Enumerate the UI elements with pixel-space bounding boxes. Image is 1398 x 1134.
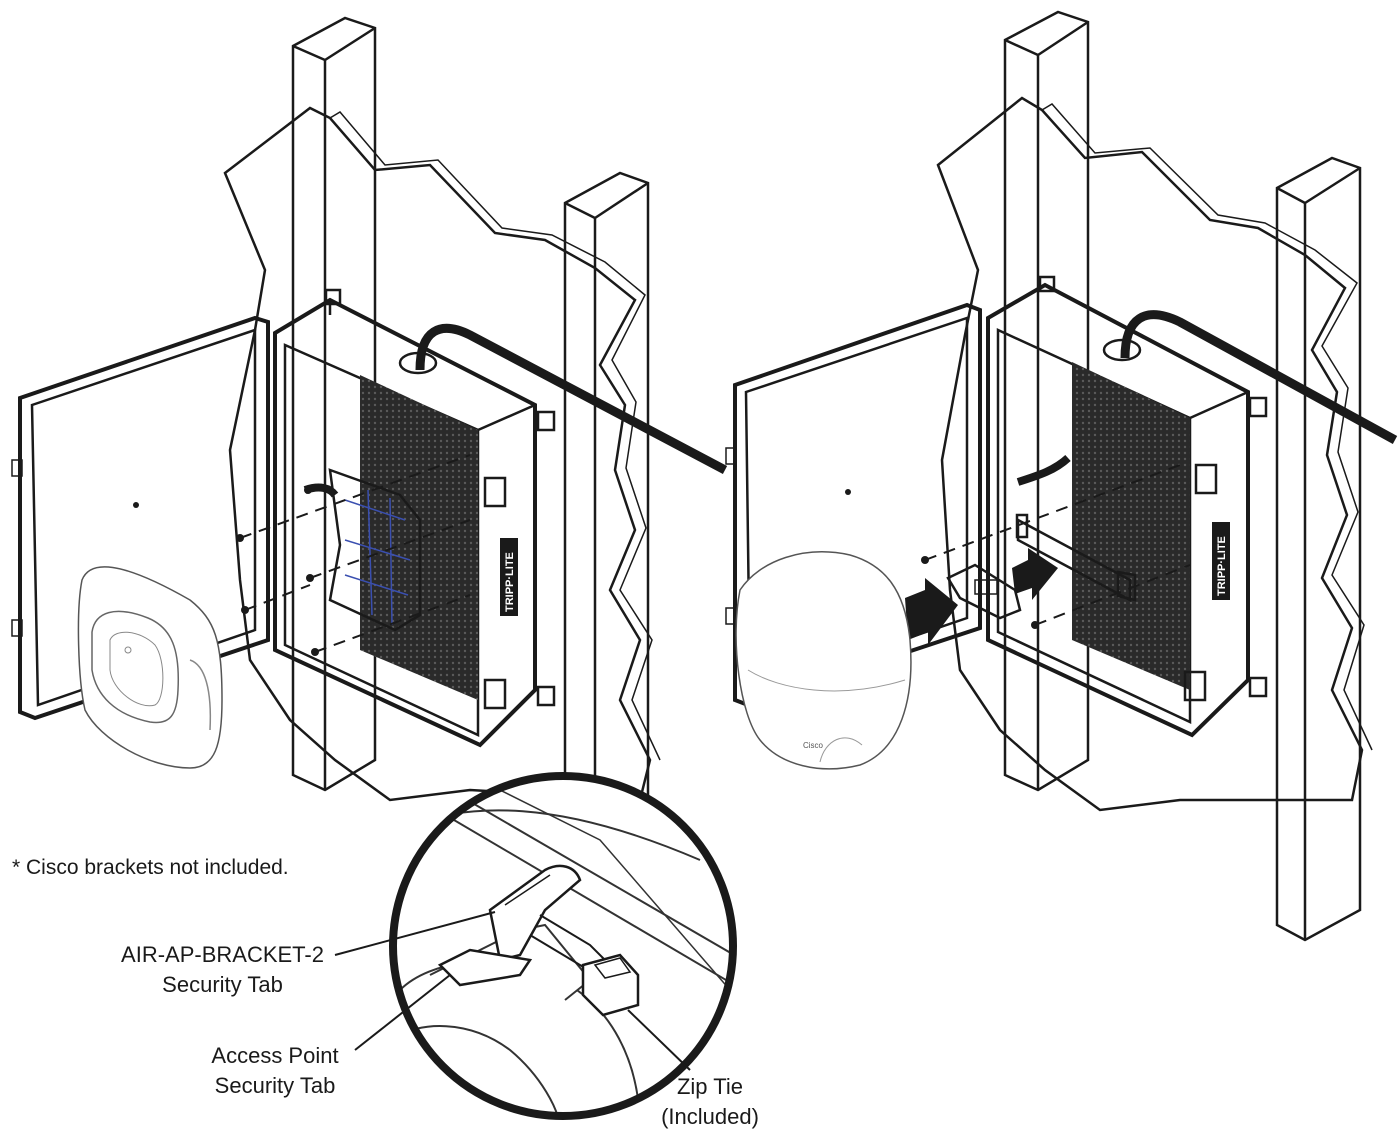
detail-circle-frame <box>389 772 737 1120</box>
ap-security-tab <box>437 948 533 987</box>
wall-post-left-back <box>291 16 377 792</box>
callout-ap-line1: Access Point <box>211 1043 339 1068</box>
security-clip <box>946 563 1022 620</box>
callout-bracket-line1: AIR-AP-BRACKET-2 <box>121 942 324 967</box>
alignment-lines-right <box>924 464 1191 626</box>
footnote-brackets: * Cisco brackets not included. <box>12 856 289 879</box>
mounting-tab-upper-left <box>536 410 556 432</box>
wall-post-right-front <box>1275 156 1362 942</box>
screws-left <box>236 486 319 656</box>
alignment-lines-left <box>239 454 471 653</box>
mounting-bar-right <box>1015 513 1137 603</box>
wall-cutaway-edge-right <box>1041 103 1373 751</box>
brand-logo-right: TRIPP·LITE <box>1212 522 1230 600</box>
network-cable-right <box>1120 310 1398 444</box>
wall-cutaway-right <box>936 96 1364 812</box>
wall-cutaway-left <box>223 106 652 802</box>
callout-leaders <box>334 911 691 1071</box>
mounting-bracket-left <box>328 468 422 632</box>
insert-arrows <box>905 548 1058 645</box>
brand-logo-text-right: TRIPP·LITE <box>1216 536 1228 596</box>
bracket-security-tab <box>488 864 582 962</box>
callout-bracket-security-tab: AIR-AP-BRACKET-2 Security Tab <box>115 940 330 1000</box>
enclosure-body-right: TRIPP·LITE <box>986 275 1268 738</box>
enclosure-door-left <box>11 315 270 721</box>
brand-logo-left: TRIPP·LITE <box>500 538 518 616</box>
vent-mesh-right <box>1072 362 1190 690</box>
latch-upper-left <box>483 476 507 508</box>
zip-tie <box>529 914 640 1017</box>
latch-lower-right <box>1183 670 1207 702</box>
wall-cutaway-edge-left <box>329 111 661 761</box>
latch-upper-right <box>1194 463 1218 495</box>
latch-lower-left <box>483 678 507 710</box>
wall-post-right-back <box>1003 10 1090 792</box>
callout-zip-line1: Zip Tie <box>676 1074 744 1099</box>
callout-zip-tie: Zip Tie (Included) <box>640 1072 780 1132</box>
cable-port-right <box>1102 338 1142 362</box>
mounting-tab-lower-right <box>1248 676 1268 698</box>
callout-zip-line2: (Included) <box>661 1104 759 1129</box>
svg-text:Cisco: Cisco <box>803 741 824 750</box>
callout-bracket-line2: Security Tab <box>162 972 283 997</box>
callout-ap-security-tab: Access Point Security Tab <box>195 1041 355 1101</box>
mounting-tab-upper-right <box>1248 396 1268 418</box>
leader-zip-tie <box>627 1009 691 1071</box>
right-scene: TRIPP·LITE <box>725 10 1398 942</box>
screws-right <box>921 556 1039 629</box>
callout-ap-line2: Security Tab <box>214 1073 336 1098</box>
network-cable-left <box>415 323 728 474</box>
leader-bracket-tab <box>334 911 496 956</box>
access-point-right: Cisco <box>735 551 912 770</box>
brand-logo-text-left: TRIPP·LITE <box>504 552 516 612</box>
mounting-tab-lower-left <box>536 685 556 707</box>
access-point-left <box>77 566 223 769</box>
detail-view <box>389 772 737 1120</box>
leader-ap-tab <box>354 974 451 1051</box>
